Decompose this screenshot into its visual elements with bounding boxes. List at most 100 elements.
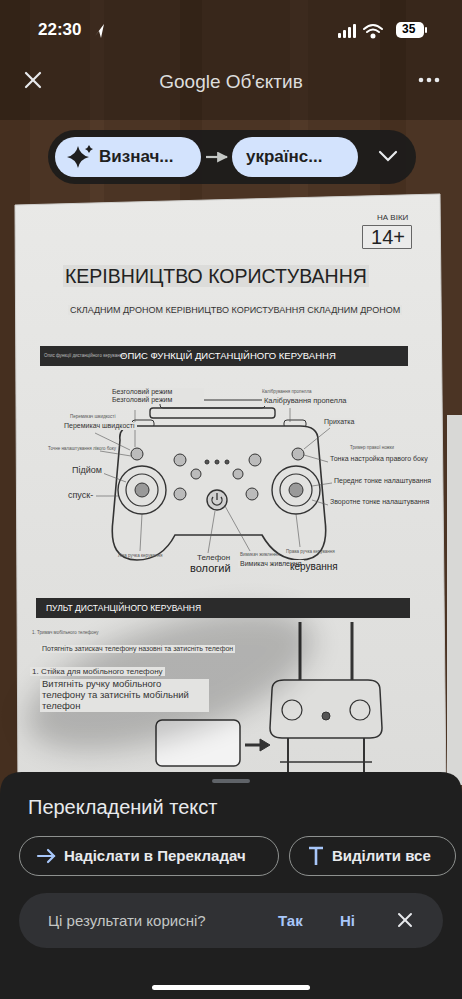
section-band: Опис функції дистанційного керуванняОПИС… xyxy=(40,346,408,366)
send-stroke xyxy=(48,850,54,862)
mini-controller xyxy=(270,680,382,738)
menu-icon xyxy=(419,78,440,83)
leader-line xyxy=(312,500,328,505)
feedback-bar: Ці результати корисні?ТакНі xyxy=(19,893,443,948)
language-bar xyxy=(48,130,416,184)
pill-text: Визнач... xyxy=(99,137,174,177)
second-paper xyxy=(447,415,462,785)
pill-text: українс... xyxy=(246,137,322,177)
bottom-sheet: Перекладений текстНадіслати в Перекладач… xyxy=(0,772,462,999)
round-button xyxy=(249,454,261,466)
signal-icon xyxy=(338,24,356,38)
joystick xyxy=(282,700,302,720)
menu-dot xyxy=(427,78,432,83)
battery-icon xyxy=(396,22,424,38)
feedback-no: Ні xyxy=(340,893,355,948)
joystick-ring xyxy=(118,466,166,514)
round-button xyxy=(246,488,258,500)
part-label: Тонка настройка правого боку xyxy=(328,455,430,463)
language-pill: Визнач... xyxy=(55,137,201,177)
status-led xyxy=(225,460,229,464)
text-select-icon xyxy=(309,848,323,865)
band-caption: Опис функції дистанційного керування xyxy=(44,346,125,366)
leader-line xyxy=(96,496,118,497)
send-icon xyxy=(38,850,54,862)
sheet-handle xyxy=(212,779,250,783)
wifi-icon xyxy=(364,25,382,38)
part-label: Зворотне тонке налаштування xyxy=(328,498,431,506)
part-label: керування xyxy=(290,561,338,573)
phone-clamp xyxy=(150,408,275,418)
sheet-title: Перекладений текст xyxy=(28,794,217,820)
dismiss-icon xyxy=(399,914,411,926)
chevron-icon xyxy=(380,152,396,160)
battery-level: 35 xyxy=(402,23,415,37)
insert-arrow xyxy=(245,744,262,747)
round-button xyxy=(174,454,186,466)
band-title: ОПИС ФУНКЦІЙ ДИСТАНЦІЙНОГО КЕРУВАННЯ xyxy=(120,346,336,366)
joystick xyxy=(126,474,158,506)
wifi-arc xyxy=(367,30,379,33)
leader-line xyxy=(304,428,330,449)
language-pill: українс... xyxy=(232,137,358,177)
location-icon xyxy=(95,24,104,38)
joystick-cap xyxy=(289,483,303,497)
leader-line xyxy=(208,511,215,553)
language-arrow xyxy=(206,156,227,158)
remote-controller xyxy=(112,400,325,560)
round-button xyxy=(174,488,186,500)
top-shade xyxy=(0,0,462,120)
part-label: вологий xyxy=(190,562,231,575)
signal-bar xyxy=(343,30,346,38)
holder-bar xyxy=(280,761,372,763)
leader-line xyxy=(225,506,250,551)
controller-body xyxy=(112,426,325,560)
leader-line xyxy=(296,514,300,547)
manual-subtitle: СКЛАДНИМ ДРОНОМ КЕРІВНИЦТВО КОРИСТУВАННЯ… xyxy=(68,305,402,315)
power-button xyxy=(322,712,330,720)
leader-line xyxy=(100,451,131,456)
part-label: Калібрування пропелла xyxy=(262,397,349,406)
menu-dot xyxy=(435,78,440,83)
button-text: Надіслати в Перекладач xyxy=(64,837,246,875)
battery-tip xyxy=(425,27,427,33)
action-button: Виділити все xyxy=(289,836,456,876)
wifi-arc xyxy=(364,25,382,29)
status-time: 22:30 xyxy=(38,20,81,40)
insert-arrow-head xyxy=(260,739,270,751)
button-text: Виділити все xyxy=(332,837,431,875)
band-title: ПУЛЬТ ДИСТАНЦІЙНОГО КЕРУВАННЯ xyxy=(46,598,201,618)
bottom-sheet-panel xyxy=(0,772,462,999)
part-label-small: Ліва ручка керування xyxy=(118,553,162,558)
round-button xyxy=(191,469,201,479)
part-label-small: Калібрування пропелла xyxy=(262,389,312,394)
close-icon xyxy=(26,73,40,87)
home-indicator xyxy=(152,985,310,990)
step-text: Витягніть ручку мобільного телефону та з… xyxy=(40,679,209,712)
part-label: Безголовий режим Безголовий режим xyxy=(110,388,204,404)
round-button xyxy=(233,469,243,479)
part-label-small: Точне налаштування лівого боку xyxy=(48,446,116,451)
sparkle-icon xyxy=(85,145,93,153)
dismiss-stroke xyxy=(399,914,411,926)
joystick-cap xyxy=(135,483,149,497)
menu-dot xyxy=(419,78,424,83)
section-band: ПУЛЬТ ДИСТАНЦІЙНОГО КЕРУВАННЯ xyxy=(36,598,410,618)
send-stroke xyxy=(38,855,54,857)
part-label-small: Тример правої ножки xyxy=(350,445,394,450)
leader-line xyxy=(290,408,291,422)
part-label-small: Права ручка керування xyxy=(286,549,335,554)
antenna xyxy=(351,622,354,682)
wifi-dot xyxy=(372,35,375,38)
joystick xyxy=(280,474,312,506)
app-title: Google Об'єктив xyxy=(131,71,331,93)
part-label: Прихатка xyxy=(322,418,356,426)
signal-bar xyxy=(338,33,341,38)
feedback-question: Ці результати корисні? xyxy=(48,893,206,948)
part-label-small: Перемикач швидкості xyxy=(70,414,115,419)
age-badge: НА ВІКИ14+ xyxy=(362,225,412,249)
manual-title: КЕРІВНИЦТВО КОРИСТУВАННЯ xyxy=(63,265,369,287)
